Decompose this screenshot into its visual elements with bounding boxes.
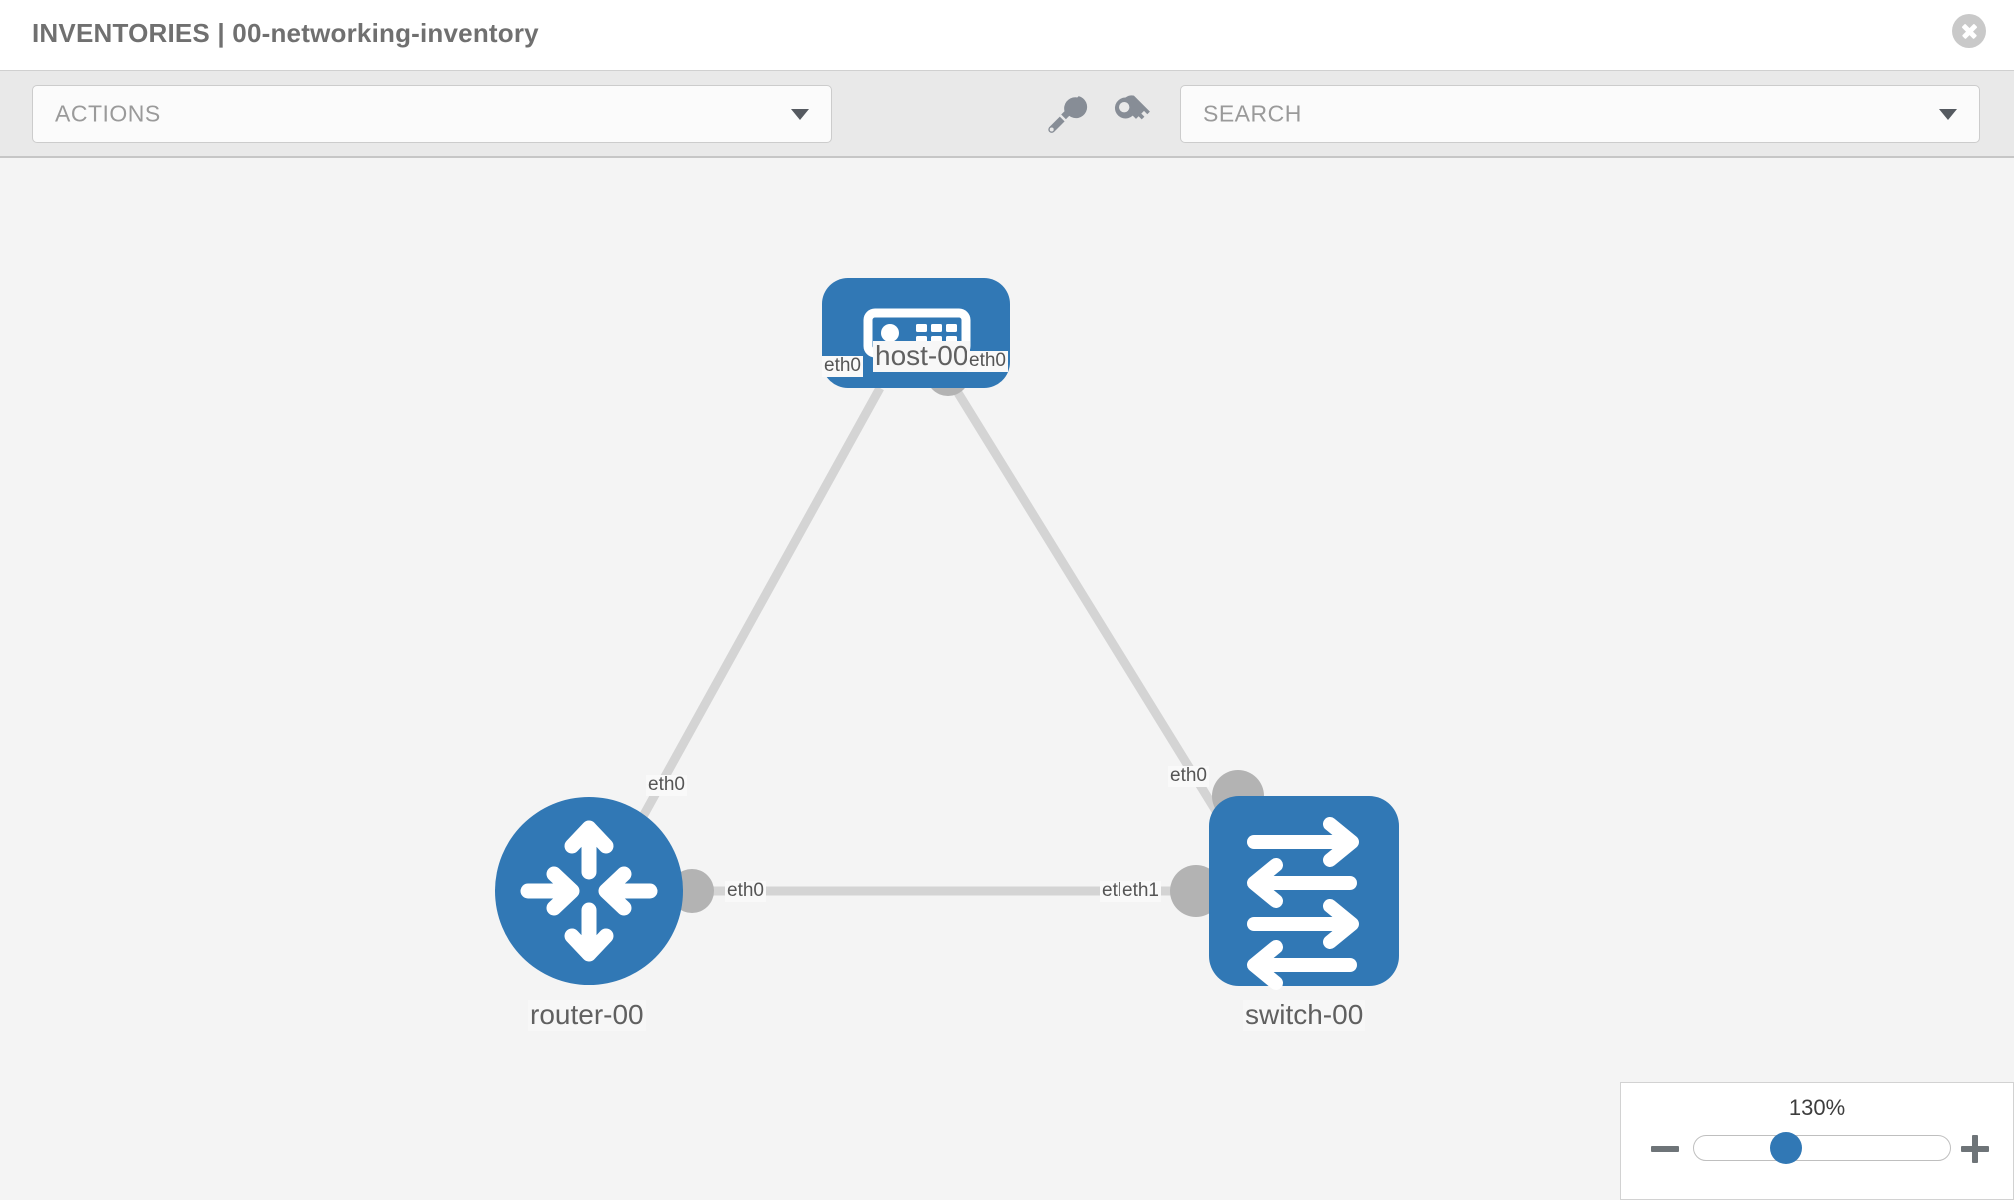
actions-dropdown-label: ACTIONS xyxy=(55,100,161,127)
port-label-switch-up: eth0 xyxy=(1168,765,1209,787)
page-title: INVENTORIES | 00-networking-inventory xyxy=(32,18,539,48)
zoom-out-button[interactable] xyxy=(1651,1135,1679,1163)
topology-links xyxy=(616,385,1250,896)
search-input[interactable]: SEARCH xyxy=(1180,85,1980,143)
topology-ports xyxy=(670,352,1264,917)
close-button[interactable] xyxy=(1952,14,1986,48)
minus-icon xyxy=(1651,1146,1679,1152)
topology-graph xyxy=(495,278,1399,990)
plus-icon-vertical xyxy=(1972,1135,1978,1163)
chevron-down-icon xyxy=(1939,109,1957,120)
toolbar: ACTIONS SEARCH xyxy=(0,70,2014,158)
zoom-slider-track[interactable] xyxy=(1693,1135,1951,1161)
actions-dropdown[interactable]: ACTIONS xyxy=(32,85,832,143)
node-label-router-00: router-00 xyxy=(528,999,646,1031)
topology-canvas[interactable]: host-00 router-00 switch-00 eth0 eth0 et… xyxy=(0,158,2014,1200)
port-label-router-up: eth0 xyxy=(646,774,687,796)
port-label-switch-left-b: eth1 xyxy=(1120,880,1161,902)
zoom-control-panel: 130% xyxy=(1620,1082,2014,1200)
zoom-level-label: 130% xyxy=(1788,1095,1846,1120)
chevron-down-icon xyxy=(791,109,809,120)
node-router-00[interactable] xyxy=(495,797,683,985)
key-icon[interactable] xyxy=(1108,91,1154,137)
node-label-host-00: host-00 xyxy=(873,340,971,372)
zoom-slider-thumb[interactable] xyxy=(1770,1132,1802,1164)
node-switch-00[interactable] xyxy=(1209,796,1399,990)
link-host-switch[interactable] xyxy=(951,385,1249,861)
wrench-icon[interactable] xyxy=(1042,91,1088,137)
search-placeholder: SEARCH xyxy=(1203,100,1302,127)
port-label-host-right: eth0 xyxy=(967,350,1008,372)
port-label-router-right: eth0 xyxy=(725,880,766,902)
page-header: INVENTORIES | 00-networking-inventory xyxy=(0,0,2014,70)
port-label-host-left: eth0 xyxy=(822,355,863,377)
node-label-switch-00: switch-00 xyxy=(1243,999,1366,1031)
zoom-in-button[interactable] xyxy=(1961,1135,1989,1163)
